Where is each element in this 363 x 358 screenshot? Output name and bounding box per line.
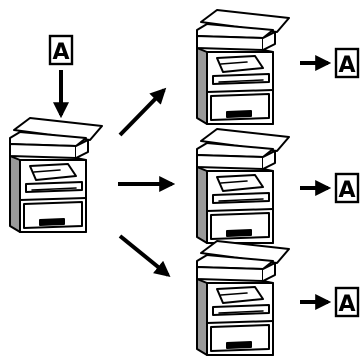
source-document-letter: A [52,40,69,65]
multifunction-printer-icon [196,240,290,356]
arrow-to-device-3 [118,234,171,278]
output-document-3: A [334,286,360,318]
source-device [9,117,103,233]
source-document: A [48,34,74,66]
target-device-1 [196,9,290,125]
output-document-1: A [334,47,360,79]
multifunction-printer-icon [9,117,103,233]
multifunction-printer-icon [196,9,290,125]
output-document-letter: A [338,292,355,317]
arrow-to-device-1 [118,87,167,137]
output-document-letter: A [338,178,355,203]
output-document-2: A [334,172,360,204]
output-document-letter: A [338,53,355,78]
multifunction-printer-icon [196,128,290,244]
target-device-2 [196,128,290,244]
target-device-3 [196,240,290,356]
